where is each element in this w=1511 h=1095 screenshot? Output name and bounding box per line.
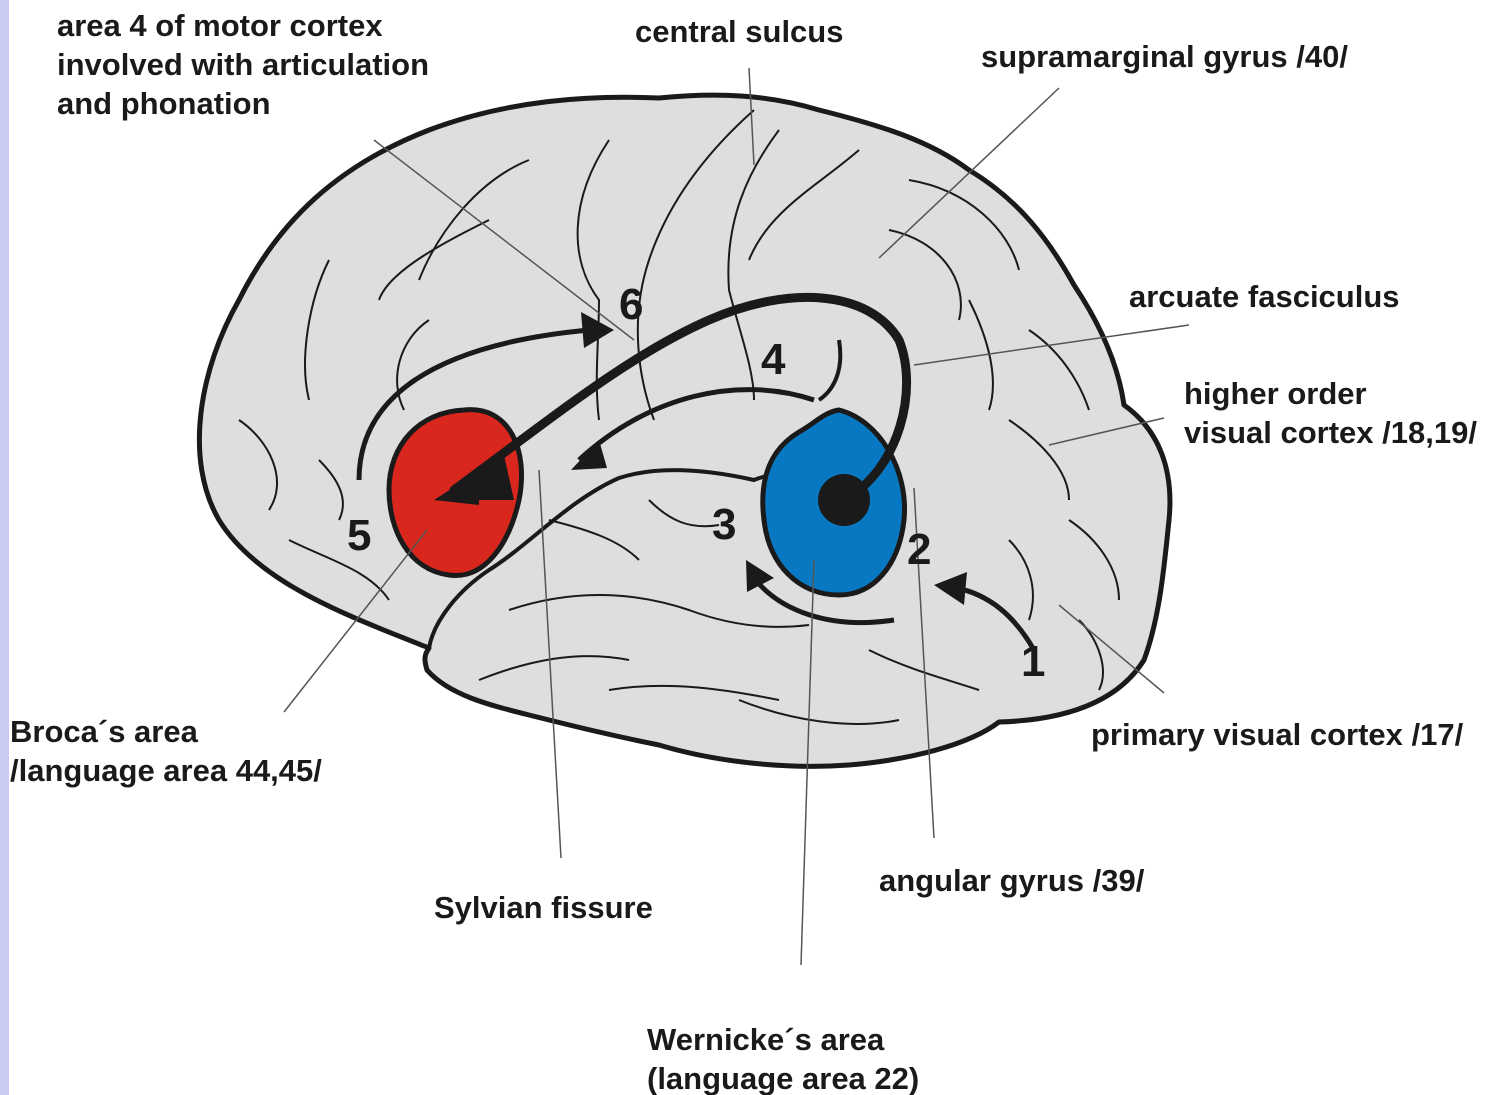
step-number-4: 4 — [761, 338, 785, 382]
label-wernicke-line2: (language area 22) — [647, 1059, 919, 1095]
label-wernicke-line1: Wernicke´s area — [647, 1020, 919, 1059]
step-number-3: 3 — [712, 503, 736, 547]
step-number-2: 2 — [907, 528, 931, 572]
label-angular-gyrus: angular gyrus /39/ — [879, 861, 1144, 900]
diagram-canvas: area 4 of motor cortex involved with art… — [9, 0, 1511, 1095]
label-arcuate-fasciculus: arcuate fasciculus — [1129, 277, 1400, 316]
label-broca-line2: /language area 44,45/ — [10, 751, 322, 790]
label-supramarginal-gyrus: supramarginal gyrus /40/ — [981, 37, 1348, 76]
label-primary-visual-cortex: primary visual cortex /17/ — [1091, 715, 1463, 754]
label-broca-area: Broca´s area /language area 44,45/ — [10, 712, 322, 790]
label-motor-cortex-line3: and phonation — [57, 84, 429, 123]
label-higher-order-visual: higher order visual cortex /18,19/ — [1184, 374, 1477, 452]
label-higher-visual-line1: higher order — [1184, 374, 1477, 413]
label-motor-cortex-line1: area 4 of motor cortex — [57, 6, 429, 45]
step-number-6: 6 — [619, 283, 643, 327]
label-central-sulcus: central sulcus — [635, 12, 843, 51]
label-motor-cortex: area 4 of motor cortex involved with art… — [57, 6, 429, 123]
step-number-1: 1 — [1021, 640, 1045, 684]
brain-diagram — [9, 0, 1511, 1095]
label-sylvian-fissure: Sylvian fissure — [434, 888, 653, 927]
step-number-5: 5 — [347, 514, 371, 558]
label-motor-cortex-line2: involved with articulation — [57, 45, 429, 84]
label-broca-line1: Broca´s area — [10, 712, 322, 751]
label-higher-visual-line2: visual cortex /18,19/ — [1184, 413, 1477, 452]
label-wernicke-area: Wernicke´s area (language area 22) — [647, 1020, 919, 1095]
